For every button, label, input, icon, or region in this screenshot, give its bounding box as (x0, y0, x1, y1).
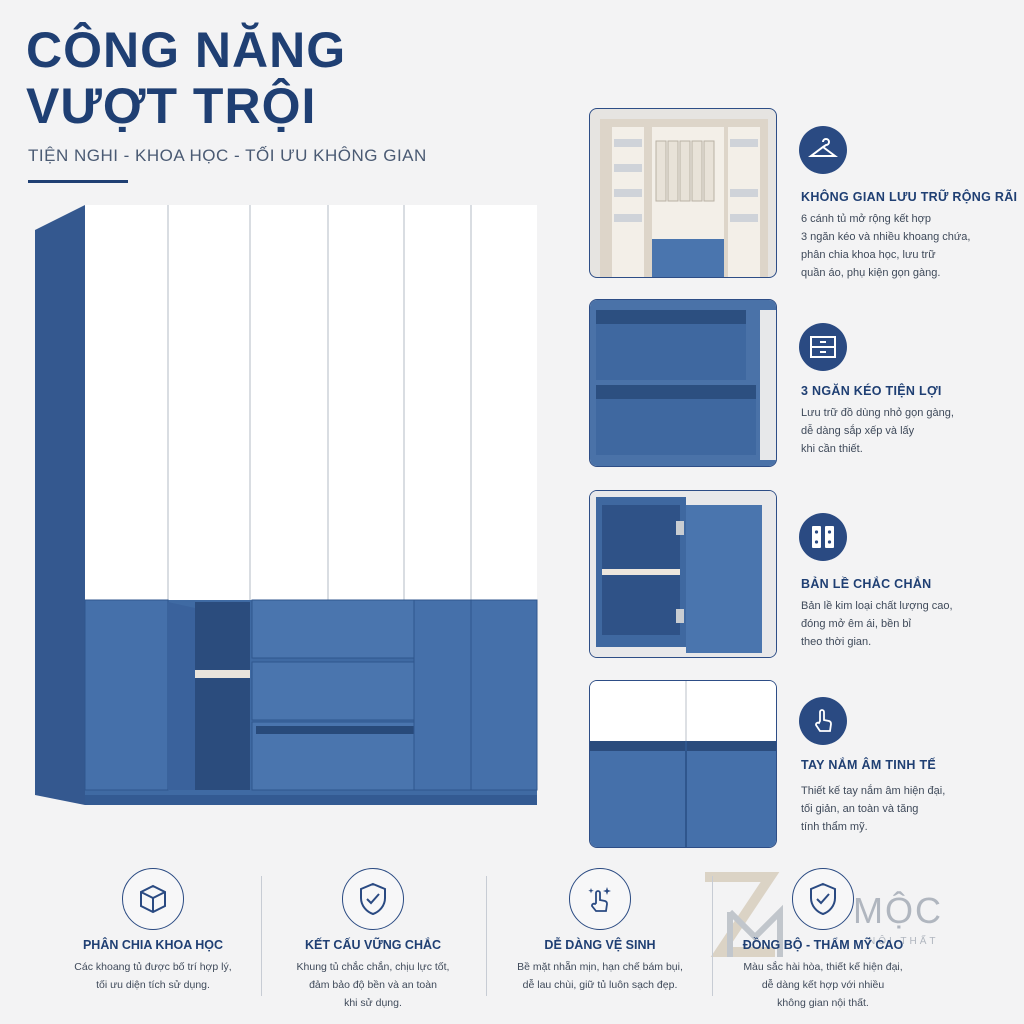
feature-title-drawers: 3 NGĂN KÉO TIỆN LỢI (801, 384, 942, 398)
wardrobe-illustration (35, 205, 538, 805)
feature-desc-handle: Thiết kế tay nắm âm hiện đại,tối giản, a… (801, 785, 946, 833)
feature-title-storage: KHÔNG GIAN LƯU TRỮ RỘNG RÃI (801, 190, 1018, 204)
bottom-title-aesthetic: ĐỒNG BỘ - THẨM MỸ CAO (742, 938, 904, 952)
bottom-title-cleaning: DỄ DÀNG VỆ SINH (544, 938, 656, 952)
feature-image-storage (589, 108, 777, 278)
logo-tagline: NỘI THẤT (868, 936, 939, 947)
title-underline (28, 180, 128, 183)
feature-image-handle (589, 680, 777, 848)
box-icon (122, 868, 184, 930)
bottom-title-structure: KẾT CẤU VỮNG CHẮC (304, 938, 442, 952)
feature-image-drawers (589, 299, 777, 467)
bottom-item-division: PHÂN CHIA KHOA HỌC Các khoang tủ được bố… (40, 868, 266, 994)
touch-icon (799, 697, 847, 745)
feature-desc-hinge: Bản lề kim loại chất lượng cao,đóng mở ê… (801, 600, 953, 648)
shield-check-icon (792, 868, 854, 930)
divider (486, 876, 487, 996)
subtitle: TIỆN NGHI - KHOA HỌC - TỐI ƯU KHÔNG GIAN (28, 146, 427, 165)
hinge-icon (799, 513, 847, 561)
z-moc-logo (705, 872, 783, 957)
bottom-item-cleaning: DỄ DÀNG VỆ SINH Bề mặt nhẵn mịn, hạn chế… (487, 868, 713, 994)
bottom-desc-structure: Khung tủ chắc chắn, chịu lực tốt,đảm bảo… (296, 961, 450, 1009)
feature-title-hinge: BẢN LỀ CHẮC CHẮN (801, 577, 932, 591)
divider (261, 876, 262, 996)
feature-title-handle: TAY NẮM ÂM TINH TẾ (801, 758, 937, 772)
feature-desc-drawers: Lưu trữ đồ dùng nhỏ gọn gàng,dễ dàng sắp… (801, 407, 954, 455)
bottom-item-aesthetic: ĐỒNG BỘ - THẨM MỸ CAO Màu sắc hài hòa, t… (710, 868, 936, 1012)
shield-check-icon (342, 868, 404, 930)
bottom-desc-aesthetic: Màu sắc hài hòa, thiết kế hiện đại,dễ dà… (743, 961, 903, 1009)
page-title: CÔNG NĂNG VƯỢT TRỘI (26, 22, 346, 134)
feature-image-hinge (589, 490, 777, 658)
title-line-2: VƯỢT TRỘI (26, 78, 317, 134)
bottom-item-structure: KẾT CẤU VỮNG CHẮC Khung tủ chắc chắn, ch… (260, 868, 486, 1012)
divider (712, 876, 713, 996)
sparkle-hand-icon (569, 868, 631, 930)
drawer-icon (799, 323, 847, 371)
hanger-icon (799, 126, 847, 174)
bottom-desc-cleaning: Bề mặt nhẵn mịn, hạn chế bám bụi,dễ lau … (517, 961, 683, 991)
bottom-desc-division: Các khoang tủ được bố trí hợp lý,tối ưu … (74, 961, 232, 991)
title-line-1: CÔNG NĂNG (26, 22, 347, 78)
bottom-title-division: PHÂN CHIA KHOA HỌC (82, 938, 224, 952)
